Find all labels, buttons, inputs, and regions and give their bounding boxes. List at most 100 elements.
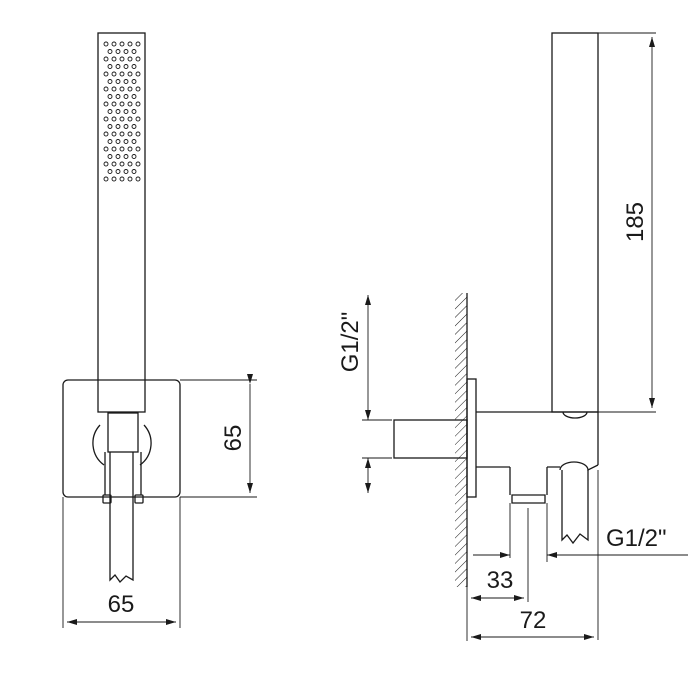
nozzle	[123, 94, 129, 99]
nozzle	[111, 116, 117, 122]
dim-ext-inlet	[362, 419, 392, 459]
nozzle	[123, 49, 129, 54]
nozzle	[123, 64, 129, 69]
nozzle	[127, 146, 133, 152]
nozzle	[131, 124, 137, 129]
nozzle	[115, 49, 121, 54]
elbow-body	[476, 411, 599, 468]
nozzle	[107, 109, 113, 114]
nozzle	[119, 146, 125, 152]
nozzle	[103, 116, 109, 122]
nozzle	[111, 176, 117, 182]
nozzle	[131, 169, 137, 174]
nozzle	[123, 169, 129, 174]
nozzle	[127, 56, 133, 62]
nozzle	[135, 131, 141, 137]
dim-185: 185	[622, 202, 649, 242]
nozzle	[119, 116, 125, 122]
nozzle	[131, 154, 137, 159]
nozzle	[135, 146, 141, 152]
nozzle	[123, 109, 129, 114]
nozzle	[107, 79, 113, 84]
dim-33: 33	[487, 567, 514, 594]
nozzle	[103, 161, 109, 167]
hose	[109, 452, 134, 584]
nozzle	[123, 154, 129, 159]
nozzle	[111, 101, 117, 107]
nozzle-grid	[103, 41, 141, 182]
nozzle	[111, 41, 117, 47]
holder-ring	[92, 424, 152, 466]
hose-socket	[559, 461, 599, 472]
nut-right	[134, 494, 144, 504]
nozzle	[123, 79, 129, 84]
nozzle	[111, 71, 117, 77]
wall-hatch	[455, 293, 467, 587]
side-view: 185 G1/2" G1/2" 33 72	[337, 32, 688, 641]
nozzle	[107, 49, 113, 54]
nozzle	[131, 64, 137, 69]
dim-outlet-thread: G1/2"	[606, 525, 667, 552]
nozzle	[111, 131, 117, 137]
nozzle	[103, 41, 109, 47]
dim-height-65: 65	[220, 425, 247, 452]
nut-left	[102, 494, 112, 504]
nozzle	[135, 41, 141, 47]
nozzle	[107, 169, 113, 174]
nozzle	[107, 139, 113, 144]
nozzle	[107, 124, 113, 129]
nozzle	[127, 71, 133, 77]
nozzle	[119, 101, 125, 107]
nozzle	[119, 161, 125, 167]
nozzle	[119, 56, 125, 62]
nozzle	[123, 124, 129, 129]
nozzle	[131, 139, 137, 144]
dim-ext-lines-bottom	[62, 497, 181, 628]
dim-ext-185	[598, 32, 656, 413]
nozzle	[107, 154, 113, 159]
nozzle	[103, 176, 109, 182]
hand-shower	[97, 32, 146, 413]
holder-neck	[107, 412, 139, 453]
nozzle	[127, 101, 133, 107]
dim-ext-lines	[180, 379, 257, 498]
nozzle	[103, 101, 109, 107]
nozzle	[115, 94, 121, 99]
dim-72: 72	[520, 607, 547, 634]
hose-side	[561, 470, 589, 545]
nozzle	[135, 71, 141, 77]
nozzle	[131, 109, 137, 114]
nozzle	[103, 86, 109, 92]
nozzle	[115, 139, 121, 144]
dim-width-65: 65	[108, 591, 135, 618]
holder-sides	[104, 452, 142, 495]
nozzle	[135, 116, 141, 122]
nozzle	[111, 86, 117, 92]
nozzle	[103, 71, 109, 77]
nozzle	[119, 86, 125, 92]
nozzle	[115, 109, 121, 114]
nozzle	[127, 131, 133, 137]
nozzle	[135, 161, 141, 167]
nozzle	[111, 56, 117, 62]
nozzle	[127, 116, 133, 122]
nozzle	[103, 146, 109, 152]
nozzle	[127, 176, 133, 182]
nozzle	[119, 71, 125, 77]
nozzle	[135, 101, 141, 107]
nozzle	[135, 176, 141, 182]
nozzle	[119, 131, 125, 137]
flange	[466, 378, 477, 498]
front-view: 65 65	[62, 32, 257, 628]
nozzle	[131, 79, 137, 84]
nozzle	[115, 124, 121, 129]
nozzle	[135, 56, 141, 62]
handset-end	[562, 411, 588, 419]
nozzle	[107, 94, 113, 99]
nozzle	[111, 161, 117, 167]
nozzle	[127, 161, 133, 167]
nozzle	[127, 41, 133, 47]
nozzle	[103, 56, 109, 62]
